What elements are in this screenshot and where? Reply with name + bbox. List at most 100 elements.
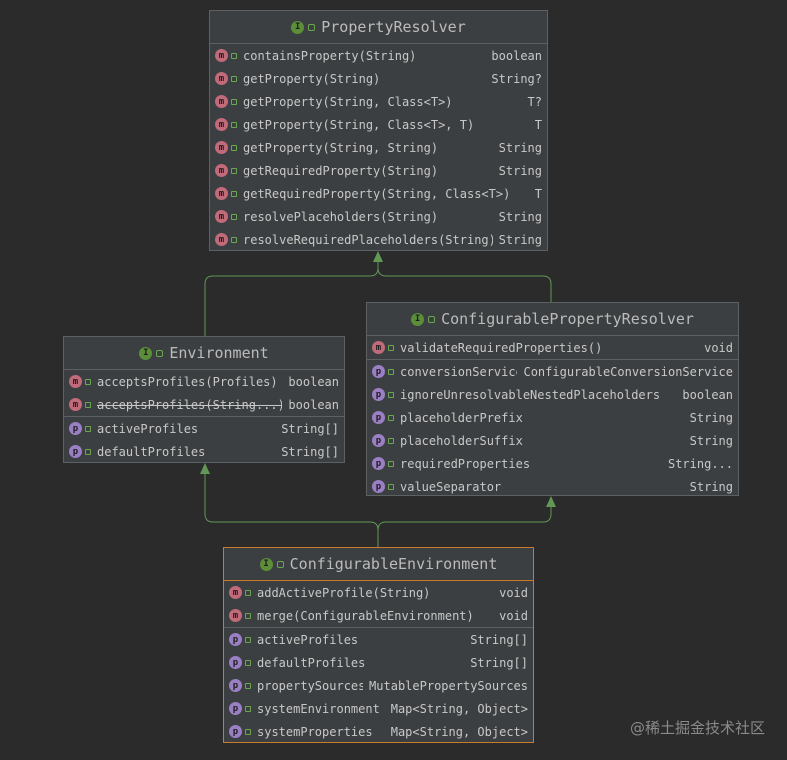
return-type: T (534, 186, 542, 201)
public-visibility-icon (231, 213, 237, 220)
method-icon: m (215, 72, 228, 85)
property-name: activeProfiles (257, 632, 359, 647)
property-icon: p (372, 411, 385, 424)
return-type: T (534, 117, 542, 132)
public-visibility-icon (231, 52, 237, 59)
return-type: boolean (491, 48, 542, 63)
node-header: I ConfigurableEnvironment (224, 548, 533, 581)
public-visibility-icon (388, 437, 394, 444)
return-type: String (689, 433, 733, 448)
public-visibility-icon (388, 368, 394, 375)
method-icon: m (215, 210, 228, 223)
node-title: ConfigurableEnvironment (289, 555, 498, 573)
property-icon: p (69, 445, 82, 458)
return-type: String (689, 479, 733, 494)
return-type: boolean (288, 397, 339, 412)
class-node-configurablepropertyresolver[interactable]: I ConfigurablePropertyResolver m validate… (366, 302, 739, 496)
property-name: placeholderSuffix (400, 433, 523, 448)
method-icon: m (215, 164, 228, 177)
public-visibility-icon (85, 448, 91, 455)
return-type: String? (491, 71, 542, 86)
property-icon: p (229, 679, 242, 692)
public-visibility-icon (156, 349, 164, 357)
edge-configurablepropertyresolver-to-propertyresolver (377, 267, 552, 302)
method-icon: m (229, 609, 242, 622)
public-visibility-icon (428, 315, 436, 323)
return-type: boolean (682, 387, 733, 402)
public-visibility-icon (388, 414, 394, 421)
node-header: I Environment (64, 337, 344, 370)
method-signature: validateRequiredProperties() (400, 340, 603, 355)
property-name: defaultProfiles (257, 655, 366, 670)
public-visibility-icon (85, 378, 91, 385)
method-icon: m (229, 586, 242, 599)
public-visibility-icon (231, 236, 237, 243)
public-visibility-icon (245, 682, 251, 689)
public-visibility-icon (245, 705, 251, 712)
method-signature: acceptsProfiles(String...) (97, 397, 283, 412)
property-icon: p (229, 656, 242, 669)
return-type: ConfigurableConversionService (523, 364, 733, 379)
node-title: Environment (169, 344, 269, 362)
public-visibility-icon (388, 344, 394, 351)
property-name: systemProperties (257, 724, 373, 739)
public-visibility-icon (388, 460, 394, 467)
node-header: I ConfigurablePropertyResolver (367, 303, 738, 336)
property-icon: p (372, 388, 385, 401)
public-visibility-icon (231, 98, 237, 105)
return-type: String (498, 140, 542, 155)
method-icon: m (372, 341, 385, 354)
return-type: String... (667, 456, 733, 471)
method-icon: m (69, 375, 82, 388)
edge-environment-to-propertyresolver (204, 260, 379, 336)
method-icon: m (215, 118, 228, 131)
return-type: String[] (281, 421, 339, 436)
public-visibility-icon (245, 659, 251, 666)
method-icon: m (215, 233, 228, 246)
arrowhead-environment (200, 463, 210, 474)
watermark-text: @稀土掘金技术社区 (629, 719, 765, 737)
method-icon: m (215, 187, 228, 200)
edge-configurableenvironment-to-environment (204, 474, 379, 547)
return-type: T? (527, 94, 542, 109)
method-signature: getRequiredProperty(String) (243, 163, 439, 178)
property-name: activeProfiles (97, 421, 199, 436)
public-visibility-icon (231, 75, 237, 82)
public-visibility-icon (231, 167, 237, 174)
return-type: String[] (281, 444, 339, 459)
arrowhead-propertyresolver (373, 251, 383, 262)
